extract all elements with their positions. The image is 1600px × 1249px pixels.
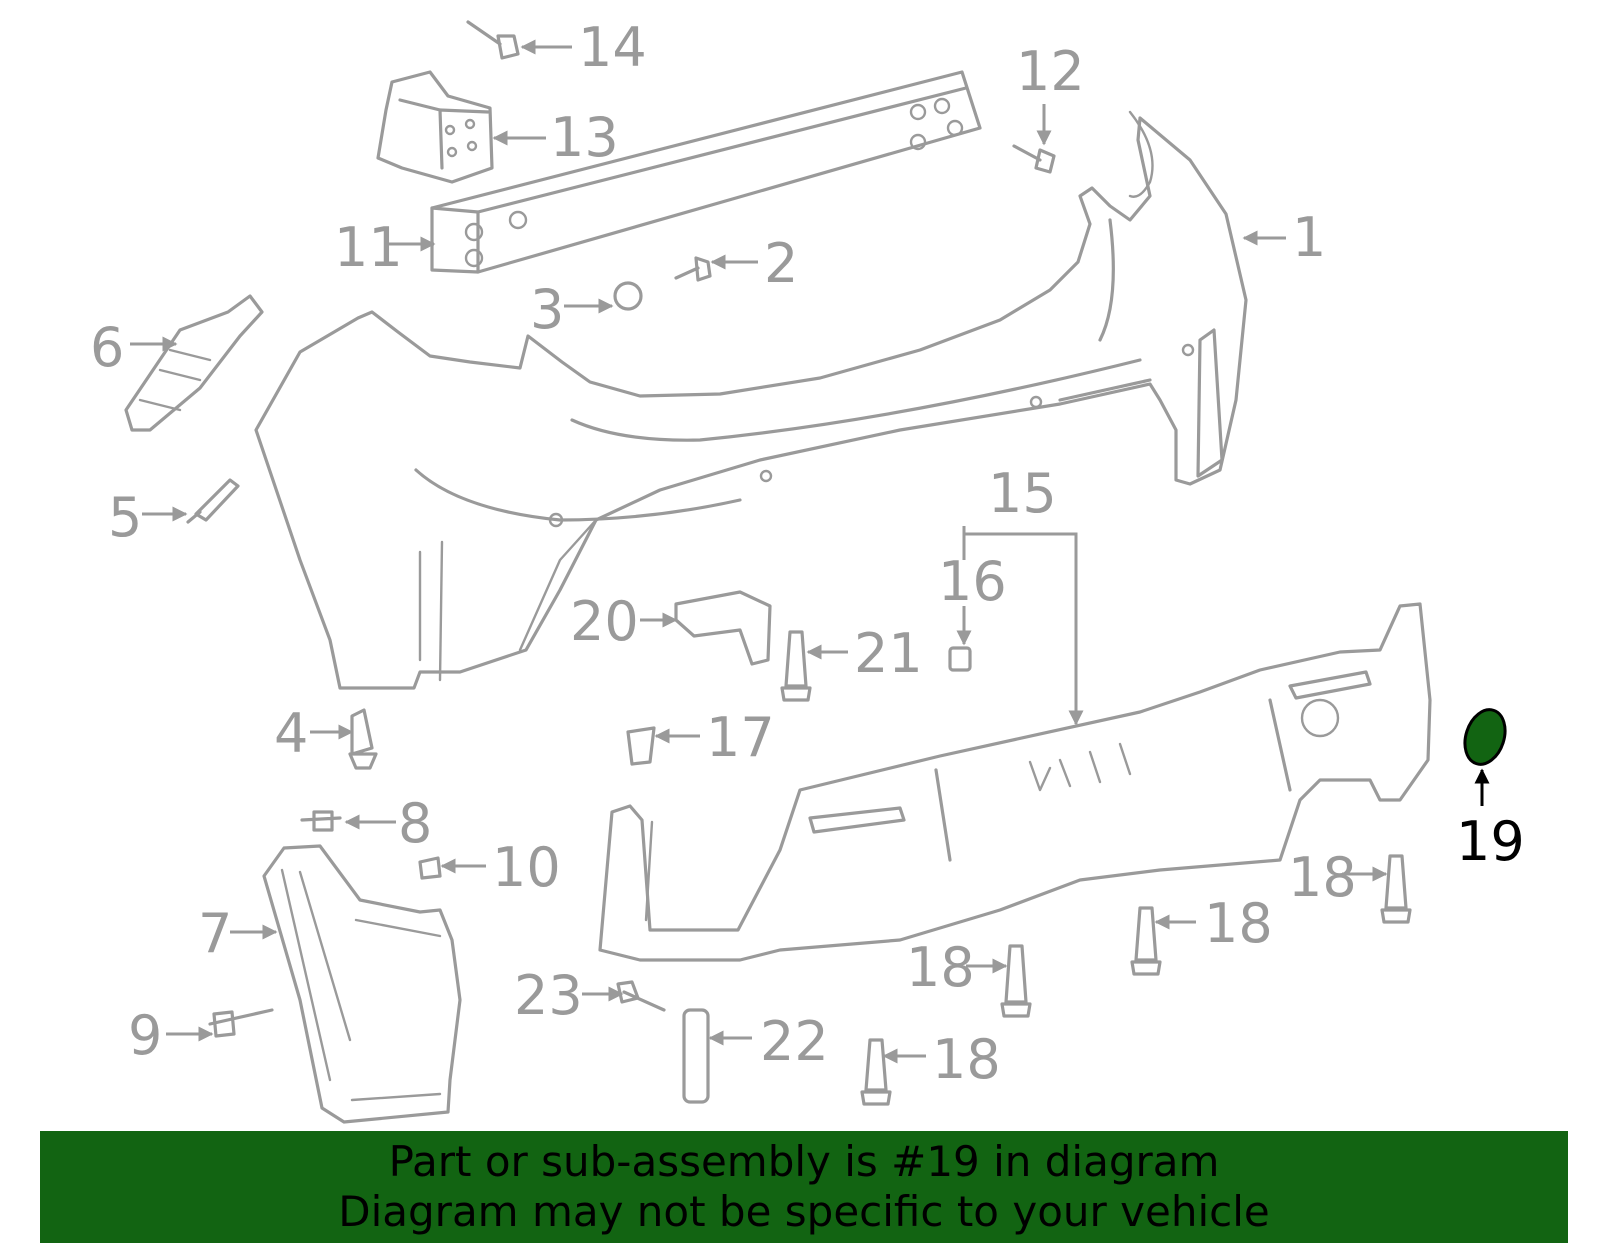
callout-5: 5: [108, 486, 142, 549]
part-20-bracket: [674, 590, 772, 666]
callout-19: 19: [1456, 810, 1525, 873]
callout-9: 9: [128, 1004, 162, 1067]
callout-18-d: 18: [1288, 846, 1357, 909]
banner-line-1: Part or sub-assembly is #19 in diagram: [388, 1137, 1220, 1186]
part-15-lower-diffuser: [598, 602, 1432, 962]
callout-21: 21: [854, 622, 923, 685]
callout-18-b: 18: [906, 936, 975, 999]
callout-23: 23: [514, 964, 583, 1027]
fasteners: [186, 20, 1412, 1106]
callout-14: 14: [578, 16, 647, 79]
callout-15: 15: [988, 462, 1057, 525]
info-banner: Part or sub-assembly is #19 in diagram D…: [40, 1131, 1568, 1243]
callout-3: 3: [530, 278, 564, 341]
callout-17: 17: [706, 706, 775, 769]
callout-18-a: 18: [932, 1028, 1001, 1091]
callout-18-c: 18: [1204, 892, 1273, 955]
callout-labels: 14 13 12 11 2 1 3 6 5 15 16 20 21 4 17 8…: [90, 16, 1525, 1091]
part-7-side-piece: [262, 844, 462, 1124]
callout-2: 2: [764, 232, 798, 295]
callout-1: 1: [1292, 206, 1326, 269]
callout-6: 6: [90, 316, 124, 379]
part-16-nut: [948, 646, 972, 672]
part-11-reinforcement-bar: [430, 70, 982, 274]
callout-13: 13: [550, 106, 619, 169]
part-13-bracket: [376, 70, 494, 184]
callout-12: 12: [1016, 40, 1085, 103]
callout-20: 20: [570, 590, 639, 653]
callout-4: 4: [274, 702, 308, 765]
callout-22: 22: [760, 1010, 829, 1073]
part-6-side-bracket: [124, 294, 264, 432]
part-22-reflector: [682, 1008, 710, 1104]
callout-16: 16: [938, 550, 1007, 613]
callout-8: 8: [398, 792, 432, 855]
banner-line-2: Diagram may not be specific to your vehi…: [338, 1187, 1270, 1236]
part-19-highlighted: [1463, 708, 1507, 766]
leader-lines: [130, 39, 1490, 1064]
callout-7: 7: [198, 902, 232, 965]
callout-11: 11: [334, 216, 403, 279]
part-1-bumper-cover: [254, 110, 1248, 690]
callout-10: 10: [492, 836, 561, 899]
